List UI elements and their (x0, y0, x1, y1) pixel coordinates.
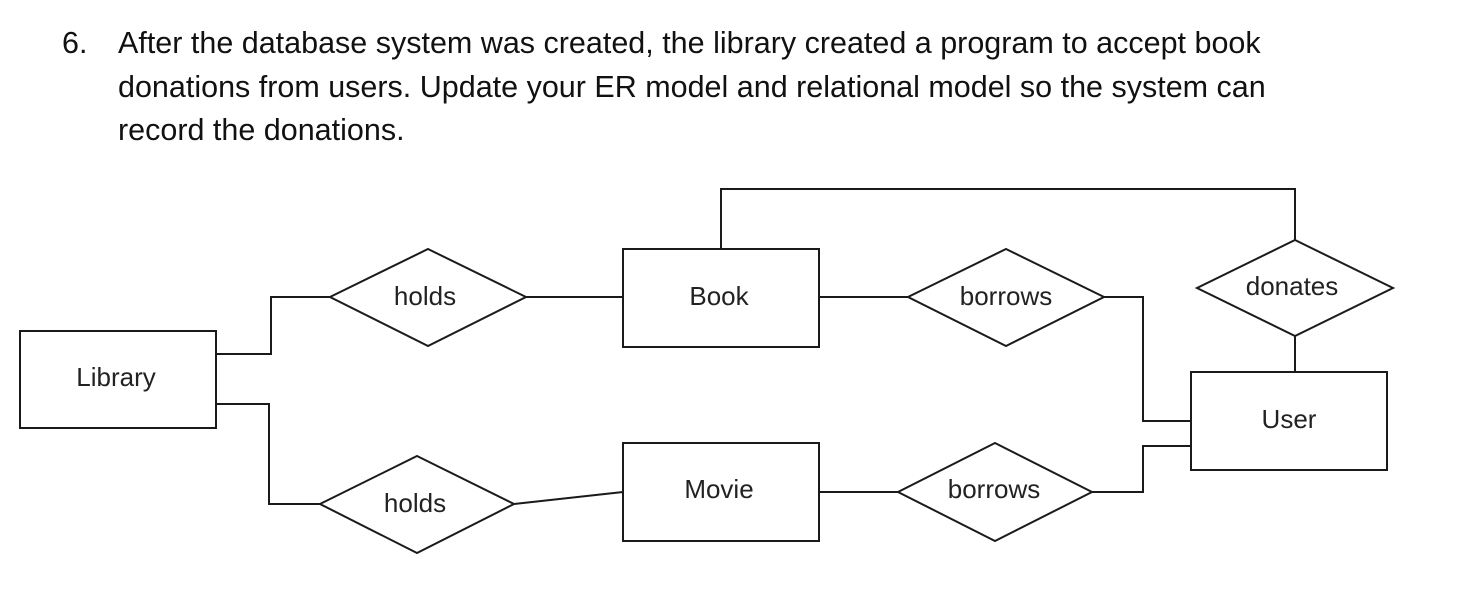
relationship-borrows-movie-label: borrows (948, 474, 1040, 504)
relationship-borrows-movie (895, 441, 1095, 543)
entity-library-label: Library (76, 362, 155, 392)
question-line-3: record the donations. (118, 113, 405, 147)
edge-borrows-book-to-user (1104, 296, 1191, 422)
entity-user-label: User (1262, 404, 1317, 434)
entity-book-label: Book (689, 281, 749, 311)
relationship-holds-book (327, 247, 529, 348)
question-number: 6. (62, 26, 88, 60)
edge-book-donates (720, 188, 1296, 249)
edge-borrows-movie-to-user (1092, 445, 1191, 493)
edge-library-holds-movie (216, 403, 320, 505)
entity-user (1190, 371, 1388, 471)
question-text: After the database system was created, t… (118, 22, 1392, 153)
question-line-1: After the database system was created, t… (118, 26, 1261, 60)
entity-library (19, 330, 217, 429)
entity-movie-label: Movie (684, 474, 753, 504)
entity-movie (622, 442, 820, 542)
edge-library-holds-book (216, 296, 330, 355)
entity-book (622, 248, 820, 348)
relationship-borrows-book (905, 247, 1107, 348)
relationship-holds-movie-label: holds (384, 488, 446, 518)
edge-holds-movie-to-movie (513, 491, 624, 505)
relationship-holds-movie (317, 454, 517, 555)
relationship-donates (1194, 238, 1396, 338)
relationship-donates-label: donates (1246, 271, 1339, 301)
question-line-2: donations from users. Update your ER mod… (118, 69, 1266, 104)
relationship-borrows-book-label: borrows (960, 281, 1052, 311)
relationship-holds-book-label: holds (394, 281, 456, 311)
question: 6. After the database system was created… (62, 22, 1392, 153)
